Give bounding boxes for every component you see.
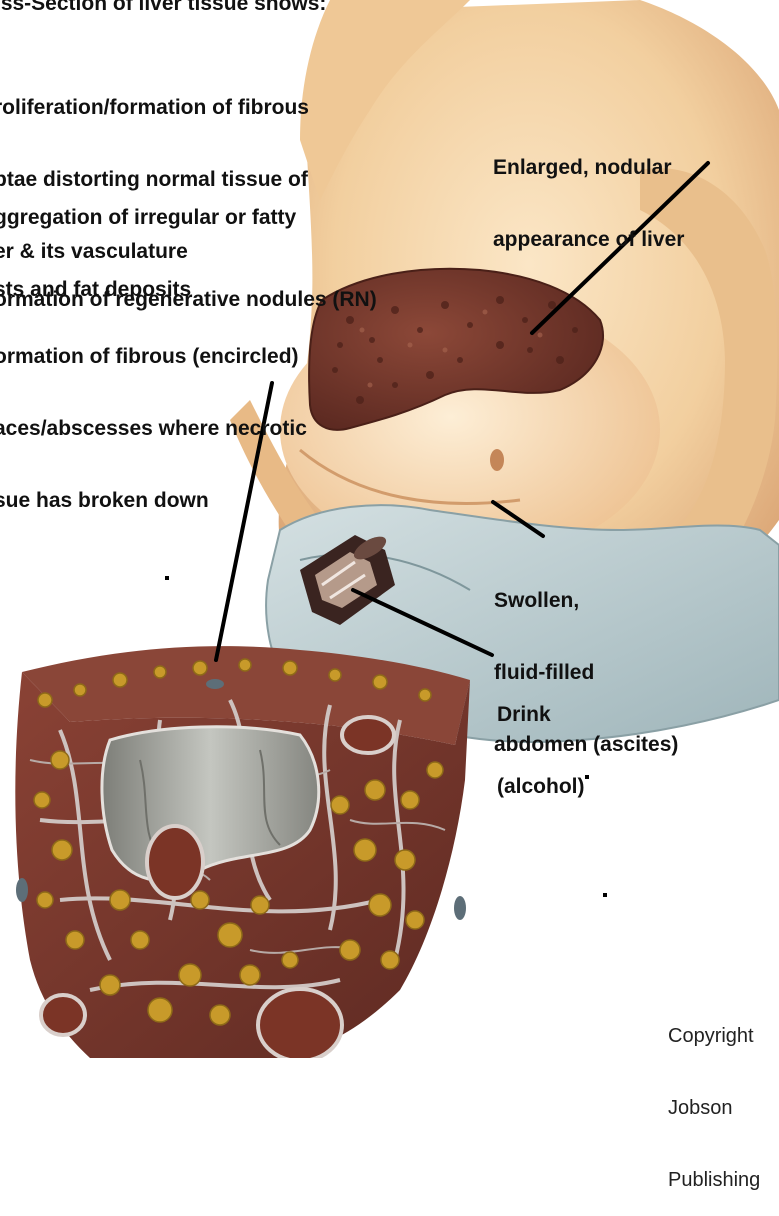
finding-fibrous-abscesses: ormation of fibrous (encircled) aces/abs… xyxy=(0,297,307,537)
callout-line: Swollen, xyxy=(494,589,678,613)
finding-line: ggregation of irregular or fatty xyxy=(0,206,296,230)
callout-line: Drink xyxy=(497,703,585,727)
navel xyxy=(490,449,504,471)
callout-line: appearance of liver xyxy=(493,228,684,252)
finding-line: ormation of fibrous (encircled) xyxy=(0,345,307,369)
copyright-line: Copyright xyxy=(668,1024,760,1048)
copyright-line: Jobson xyxy=(668,1096,760,1120)
callout-line: (alcohol) xyxy=(497,775,585,799)
liver-tissue-cross-section xyxy=(15,646,470,1058)
finding-line: roliferation/formation of fibrous xyxy=(0,96,309,120)
copyright-notice: Copyright Jobson Publishing xyxy=(668,976,760,1216)
cross-section-title: oss-Section of liver tissue shows: xyxy=(0,0,326,16)
finding-line: aces/abscesses where necrotic xyxy=(0,417,307,441)
callout-enlarged-liver: Enlarged, nodular appearance of liver xyxy=(493,108,684,276)
finding-line: sue has broken down xyxy=(0,489,307,513)
callout-line: Enlarged, nodular xyxy=(493,156,684,180)
copyright-line: Publishing xyxy=(668,1168,760,1192)
callout-drink-alcohol: Drink (alcohol) xyxy=(497,655,585,823)
